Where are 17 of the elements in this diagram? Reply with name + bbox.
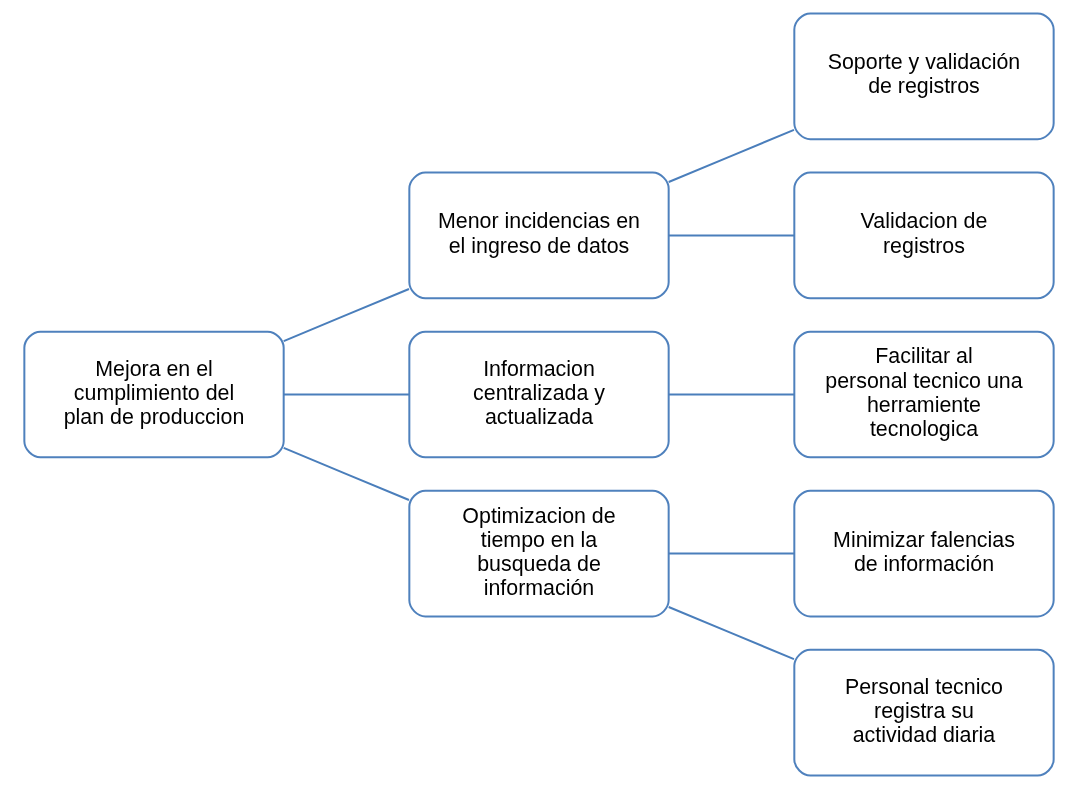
node-box: Validacion de registros — [793, 171, 1055, 300]
connector — [283, 447, 410, 501]
connector — [668, 606, 795, 661]
connector — [668, 552, 794, 555]
node-box: Optimizacion de tiempo en la busqueda de información — [408, 489, 670, 618]
node-box: Menor incidencias en el ingreso de datos — [408, 171, 670, 300]
node-box: Informacion centralizada y actualizada — [408, 330, 670, 459]
node-box: Mejora en el cumplimiento del plan de produccion — [23, 330, 285, 459]
node-box: Soporte y validación de registros — [793, 12, 1055, 141]
connector — [668, 393, 794, 396]
node-box: Facilitar al personal tecnico una herramiente tecnologica — [793, 330, 1055, 459]
connector — [668, 128, 795, 183]
connector — [668, 234, 794, 237]
connector — [283, 393, 409, 396]
node-box: Minimizar falencias de información — [793, 489, 1055, 618]
node-box: Personal tecnico registra su actividad diaria — [793, 648, 1055, 777]
connector — [283, 288, 410, 342]
